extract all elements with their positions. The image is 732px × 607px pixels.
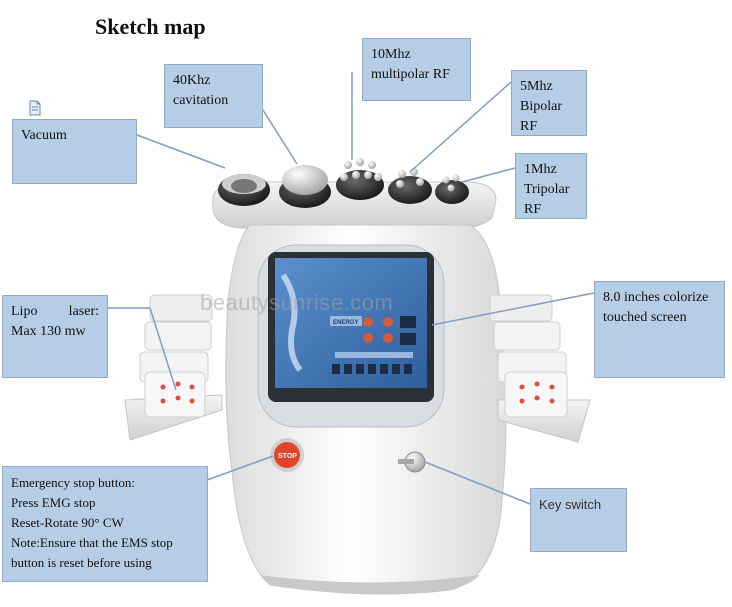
label-key-switch: Key switch bbox=[530, 488, 627, 552]
label-emergency-line3: Reset-Rotate 90° CW bbox=[11, 515, 124, 530]
label-cavitation-line2: cavitation bbox=[173, 93, 229, 108]
label-emergency-line2: Press EMG stop bbox=[11, 495, 96, 510]
label-bipolar-line1: 5Mhz bbox=[520, 79, 553, 94]
label-screen-line2: touched screen bbox=[603, 310, 687, 325]
screen-energy-label: ENERGY bbox=[333, 320, 358, 326]
label-lipo-line2: Max 130 mw bbox=[11, 324, 86, 339]
label-multipolar-line2: multipolar RF bbox=[371, 67, 450, 82]
bipolar-rf-handpiece bbox=[388, 168, 432, 204]
stop-button-text: STOP bbox=[278, 453, 297, 460]
label-screen: 8.0 inches colorize touched screen bbox=[594, 281, 725, 378]
label-tripolar-rf: 1Mhz Tripolar RF bbox=[515, 153, 587, 219]
multipolar-rf-handpiece bbox=[336, 158, 384, 200]
cavitation-handpiece bbox=[279, 165, 331, 208]
label-vacuum: Vacuum bbox=[12, 119, 137, 184]
label-multipolar-line1: 10Mhz bbox=[371, 47, 411, 62]
label-emergency-line4: Note:Ensure that the EMS stop bbox=[11, 535, 173, 550]
label-vacuum-text: Vacuum bbox=[21, 128, 67, 143]
tripolar-rf-handpiece bbox=[435, 174, 469, 204]
label-lipo-laser: Lipo laser: Max 130 mw bbox=[2, 295, 108, 378]
label-emergency-line1: Emergency stop button: bbox=[11, 475, 135, 490]
label-tripolar-line2: Tripolar RF bbox=[524, 182, 570, 217]
label-tripolar-line1: 1Mhz bbox=[524, 162, 557, 177]
label-emergency-stop: Emergency stop button: Press EMG stop Re… bbox=[2, 466, 208, 582]
label-cavitation-line1: 40Khz bbox=[173, 73, 211, 88]
label-lipo-line1: Lipo laser: bbox=[11, 304, 99, 319]
lipo-laser-pads-left bbox=[124, 294, 223, 441]
watermark-text: beautysunrise.com bbox=[200, 290, 394, 315]
label-bipolar-rf: 5Mhz Bipolar RF bbox=[511, 70, 587, 136]
lipo-laser-pads-right bbox=[489, 294, 591, 443]
document-icon bbox=[29, 100, 41, 116]
label-screen-line1: 8.0 inches colorize bbox=[603, 290, 709, 305]
label-key-switch-text: Key switch bbox=[539, 497, 602, 512]
label-emergency-line5: button is reset before using bbox=[11, 555, 152, 570]
page-title: Sketch map bbox=[95, 14, 206, 39]
vacuum-handpiece bbox=[218, 174, 270, 206]
label-cavitation: 40Khz cavitation bbox=[164, 64, 263, 128]
label-multipolar-rf: 10Mhz multipolar RF bbox=[362, 38, 471, 101]
label-bipolar-line2: Bipolar RF bbox=[520, 99, 562, 134]
